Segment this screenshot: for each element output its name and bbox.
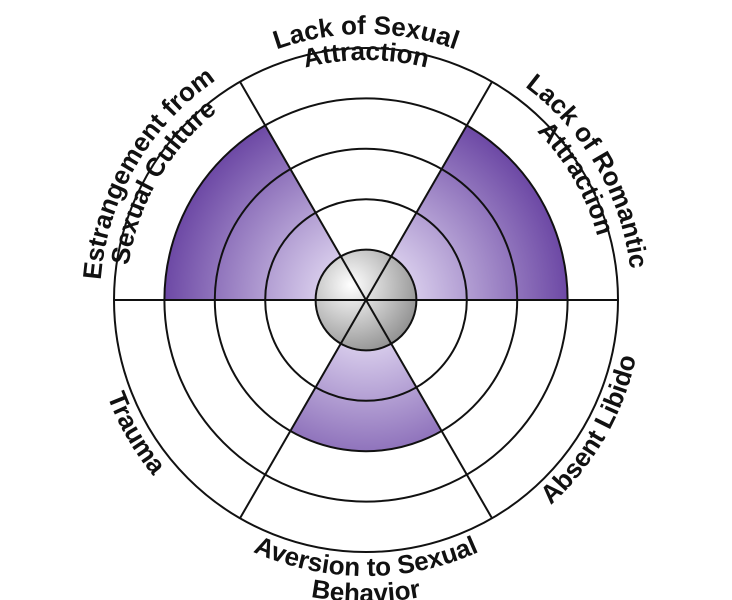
- label-absent-libido: Absent Libido: [534, 352, 642, 510]
- segment-fills: [164, 125, 568, 452]
- svg-text:Absent Libido: Absent Libido: [534, 352, 642, 510]
- segment-fill-estrangement-from-sexual-culture: [164, 125, 366, 300]
- spoke-lines: [114, 81, 618, 519]
- label-aversion-to-sexual-behavior-line1: Aversion to Sexual: [250, 530, 481, 582]
- segment-fill-aversion-to-sexual-behavior: [290, 300, 442, 452]
- svg-text:Aversion to Sexual: Aversion to Sexual: [250, 530, 481, 582]
- segment-fill-lack-of-romantic-attraction: [366, 125, 568, 300]
- label-trauma: Trauma: [102, 387, 173, 480]
- svg-text:Trauma: Trauma: [102, 387, 173, 480]
- spoke-3: [239, 81, 493, 519]
